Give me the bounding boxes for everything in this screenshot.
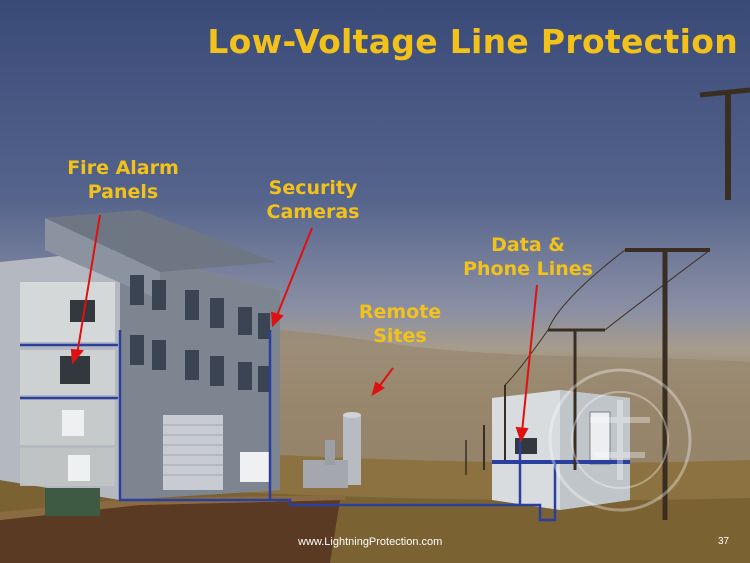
garage-door	[163, 415, 223, 490]
arrow-data-lines	[521, 284, 538, 433]
watermark-seal	[548, 368, 692, 512]
callout-arrows	[70, 214, 538, 443]
label-security-cameras: Security Cameras	[266, 177, 360, 223]
signal-cables	[20, 330, 557, 522]
arrow-remote-sites	[377, 367, 394, 389]
label-fire-alarm-panels: Fire Alarm Panels	[67, 157, 179, 203]
arrow-fire-alarm	[76, 214, 101, 356]
label-data-phone-lines: Data & Phone Lines	[463, 234, 593, 280]
generator-unit	[45, 488, 100, 516]
label-remote-sites: Remote Sites	[358, 301, 442, 347]
page-number: 37	[718, 536, 730, 547]
arrow-security-camera	[275, 227, 313, 319]
remote-site	[303, 412, 361, 488]
slide-title: Low-Voltage Line Protection	[207, 22, 738, 61]
footer-url: www.LightningProtection.com	[298, 536, 443, 548]
main-building	[0, 210, 280, 516]
utility-poles	[465, 87, 750, 520]
equipment-shed	[492, 390, 630, 510]
